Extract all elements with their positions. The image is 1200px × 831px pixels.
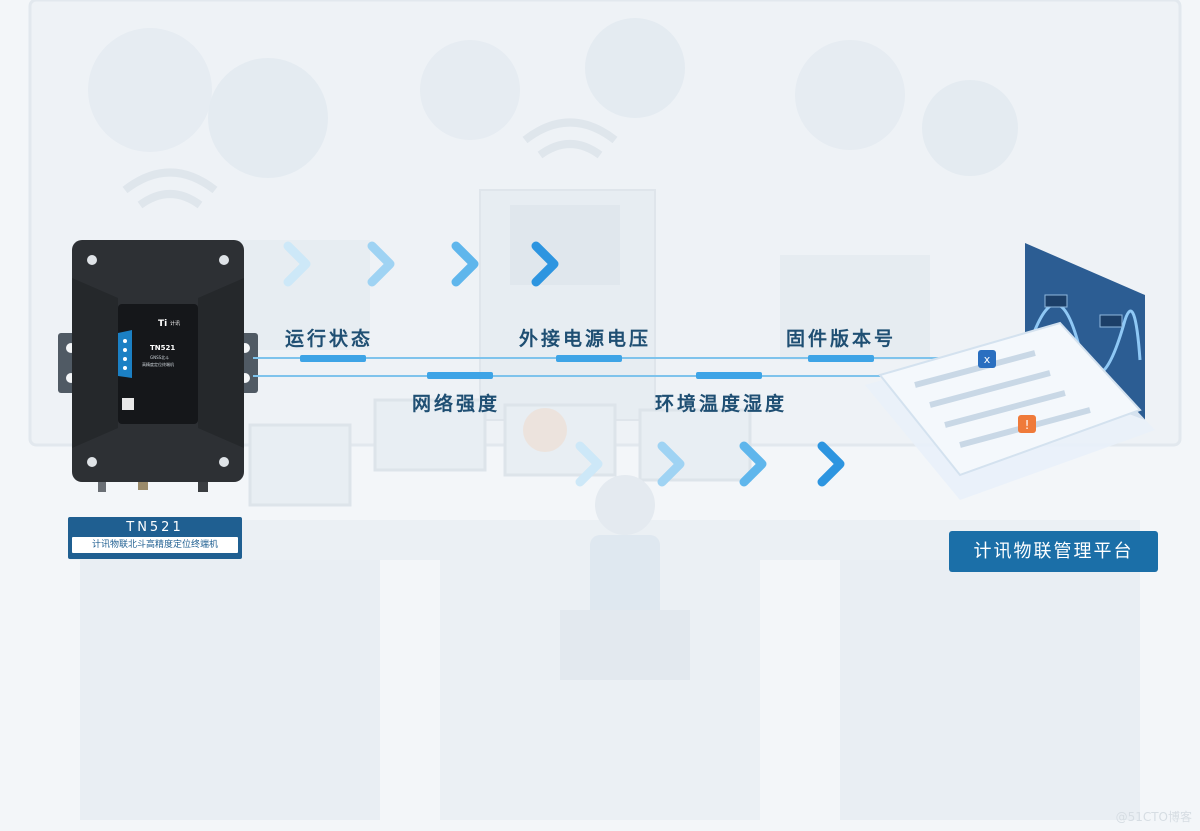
device-brand: 计讯 — [170, 320, 180, 327]
chevron-right-icon — [575, 441, 603, 487]
device-line3: 高精度定位终端机 — [142, 361, 174, 367]
chevron-right-icon — [283, 241, 311, 287]
chevron-right-icon — [657, 441, 685, 487]
bottom-chevron-row — [575, 441, 845, 487]
flow-label-running-status: 运行状态 — [285, 328, 374, 350]
management-platform-illustration: x ! — [865, 243, 1155, 500]
flow-label-external-voltage: 外接电源电压 — [519, 328, 652, 350]
flow-label-firmware-version: 固件版本号 — [786, 328, 897, 350]
svg-text:Ti: Ti — [158, 319, 167, 329]
chevron-right-icon — [451, 241, 479, 287]
flow-label-network-strength: 网络强度 — [412, 393, 501, 415]
management-platform-label: 计讯物联管理平台 — [949, 531, 1158, 572]
device-caption-model: TN521 — [126, 520, 184, 535]
chevron-right-icon — [817, 441, 845, 487]
label-underline — [696, 372, 762, 379]
flow-label-temperature-humidity: 环境温度湿度 — [655, 393, 788, 415]
chevron-right-icon — [367, 241, 395, 287]
device-line2: GNSS北斗 — [150, 354, 169, 360]
device-caption-description: 计讯物联北斗高精度定位终端机 — [72, 537, 238, 553]
chevron-right-icon — [739, 441, 767, 487]
top-chevron-row — [283, 241, 559, 287]
svg-text:x: x — [984, 353, 991, 366]
device-caption-box: TN521 计讯物联北斗高精度定位终端机 — [68, 517, 242, 559]
svg-text:!: ! — [1025, 418, 1030, 432]
label-underline — [300, 355, 366, 362]
label-underline — [556, 355, 622, 362]
label-underline — [808, 355, 874, 362]
label-underline — [427, 372, 493, 379]
watermark: @51CTO博客 — [1115, 810, 1192, 824]
tn521-device-image: Ti 计讯 TN521 GNSS北斗 高精度定位终端机 — [58, 240, 258, 492]
device-model: TN521 — [150, 344, 175, 352]
chevron-right-icon — [531, 241, 559, 287]
